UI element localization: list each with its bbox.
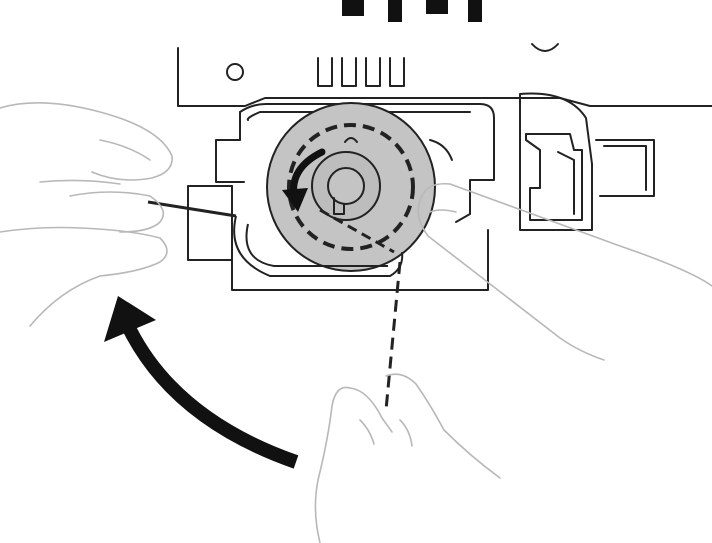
needle-plate-icon <box>177 43 712 107</box>
curved-arrow-icon <box>104 296 299 469</box>
right-hand-icon <box>417 182 712 361</box>
release-lever-icon <box>519 92 655 231</box>
pinching-fingers-icon <box>314 373 501 543</box>
cropped-heading-marks <box>342 0 482 22</box>
counterclockwise-arrow-icon <box>282 148 326 212</box>
bobbin-icon <box>266 102 436 272</box>
left-hand-icon <box>0 102 173 327</box>
bobbin-case-icon <box>187 103 495 291</box>
thread-icon <box>147 200 404 411</box>
